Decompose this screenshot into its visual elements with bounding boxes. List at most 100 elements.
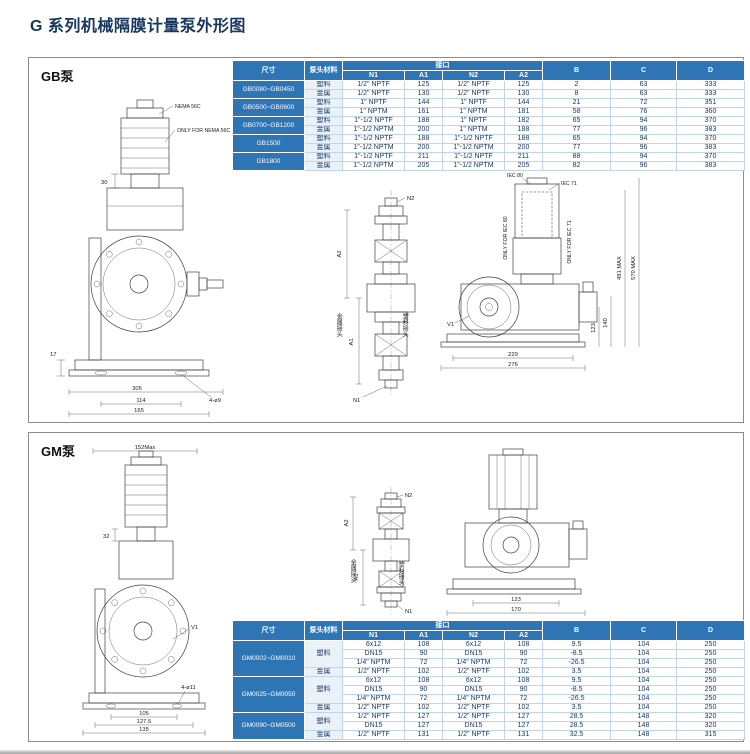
gm-table-header: 尺寸 泵头材料 接口 B C D N1 A1 N2 A2 bbox=[232, 620, 745, 641]
header-n2: N2 bbox=[442, 70, 505, 81]
value-cell: 108 bbox=[404, 676, 443, 686]
material-cell: 金属 bbox=[304, 107, 343, 117]
value-cell: 6x12 bbox=[442, 640, 505, 650]
value-cell: 333 bbox=[676, 80, 745, 90]
a2-label: A2 bbox=[337, 250, 343, 257]
dim-570-max: 570 MAX bbox=[631, 256, 637, 280]
value-cell: 182 bbox=[504, 116, 543, 126]
value-cell: 125 bbox=[404, 80, 443, 90]
value-cell: 130 bbox=[404, 89, 443, 99]
gb-valve-stack bbox=[366, 197, 416, 389]
value-cell: 28.5 bbox=[542, 712, 611, 722]
value-cell: 104 bbox=[610, 667, 677, 677]
gm-dimension-table: 尺寸 泵头材料 接口 B C D N1 A1 N2 A2 GM0002~GM00… bbox=[232, 620, 745, 740]
value-cell: 9.5 bbox=[542, 640, 611, 650]
gm-a2-label: A2 bbox=[344, 519, 350, 526]
value-cell: 1" NPTF bbox=[442, 116, 505, 126]
value-cell: 1/4" NPTM bbox=[442, 658, 505, 668]
value-cell: 1"-1/2 NPTM bbox=[342, 143, 405, 153]
gm-a1-label: A1 bbox=[354, 573, 360, 580]
v1-label: V1 bbox=[447, 322, 454, 328]
material-cell: 金属 bbox=[304, 667, 343, 677]
header-d: D bbox=[676, 620, 745, 641]
value-cell: 250 bbox=[676, 667, 745, 677]
value-cell: 104 bbox=[610, 694, 677, 704]
gm-panel-label: GM泵 bbox=[41, 444, 75, 459]
gb-panel-label: GB泵 bbox=[41, 69, 74, 84]
value-cell: 127 bbox=[404, 712, 443, 722]
material-cell: 塑料 bbox=[304, 116, 343, 126]
value-cell: 148 bbox=[610, 730, 677, 740]
value-cell: -26.5 bbox=[542, 658, 611, 668]
header-b: B bbox=[542, 620, 611, 641]
size-range-cell: GM0002~GM0010 bbox=[232, 640, 305, 677]
value-cell: 127 bbox=[504, 721, 543, 731]
dim-114: 114 bbox=[136, 398, 146, 404]
value-cell: 90 bbox=[404, 685, 443, 695]
value-cell: 94 bbox=[610, 134, 677, 144]
gb-side-view-drawing: NEMA 56C ONLY FOR NEMA 56C 30 bbox=[50, 99, 230, 417]
header-material: 泵头材料 bbox=[304, 620, 343, 641]
value-cell: 96 bbox=[610, 143, 677, 153]
header-size: 尺寸 bbox=[232, 620, 305, 641]
value-cell: 1"-1/2 NPTM bbox=[342, 125, 405, 135]
n2-label: N2 bbox=[407, 196, 414, 202]
value-cell: -8.5 bbox=[542, 649, 611, 659]
material-cell: 塑料 bbox=[304, 676, 343, 704]
gb-pump-head bbox=[90, 235, 188, 333]
value-cell: 102 bbox=[404, 703, 443, 713]
header-interface: 接口 bbox=[342, 60, 543, 71]
value-cell: 188 bbox=[404, 134, 443, 144]
page-title: G 系列机械隔膜计量泵外形图 bbox=[30, 18, 246, 35]
dim-305: 305 bbox=[132, 386, 142, 392]
value-cell: 1/2" NPTF bbox=[342, 730, 405, 740]
value-cell: 250 bbox=[676, 685, 745, 695]
value-cell: 370 bbox=[676, 116, 745, 126]
dim-123: 123 bbox=[591, 323, 597, 333]
value-cell: DN15 bbox=[442, 685, 505, 695]
value-cell: 1" NPTM bbox=[442, 125, 505, 135]
gb-plastic-fitting-label: 塑料接头 bbox=[401, 313, 408, 337]
value-cell: 72 bbox=[504, 658, 543, 668]
a1-label: A1 bbox=[349, 338, 355, 345]
value-cell: 6x12 bbox=[442, 676, 505, 686]
value-cell: 1" NPTM bbox=[442, 107, 505, 117]
value-cell: 370 bbox=[676, 152, 745, 162]
gb-adapter bbox=[130, 173, 160, 189]
value-cell: 3.5 bbox=[542, 667, 611, 677]
nema-label: NEMA 56C bbox=[175, 104, 201, 110]
gb-valve-drawing: N2 N1 A2 A1 bbox=[337, 190, 416, 404]
value-cell: 21 bbox=[542, 98, 611, 108]
value-cell: 77 bbox=[542, 143, 611, 153]
value-cell: 94 bbox=[610, 116, 677, 126]
gm-gearbox bbox=[118, 540, 174, 580]
value-cell: 144 bbox=[404, 98, 443, 108]
gm-pump-head bbox=[96, 584, 190, 678]
value-cell: 102 bbox=[404, 667, 443, 677]
value-cell: 131 bbox=[404, 730, 443, 740]
dim-17: 17 bbox=[50, 352, 56, 358]
value-cell: 108 bbox=[504, 640, 543, 650]
gm-pump-panel: GM泵 152Max 32 bbox=[28, 432, 745, 742]
value-cell: 131 bbox=[504, 730, 543, 740]
value-cell: 127 bbox=[404, 721, 443, 731]
gb-table-header: 尺寸 泵头材料 接口 B C D N1 A1 N2 A2 bbox=[232, 60, 745, 81]
value-cell: 1/4" NPTM bbox=[342, 658, 405, 668]
dim-135: 135 bbox=[139, 727, 149, 733]
dim-229: 229 bbox=[508, 352, 518, 358]
gm-dim-170: 170 bbox=[511, 607, 521, 613]
dim-140: 140 bbox=[603, 318, 609, 328]
value-cell: 2 bbox=[542, 80, 611, 90]
value-cell: 383 bbox=[676, 125, 745, 135]
header-interface: 接口 bbox=[342, 620, 543, 631]
gb-metal-fitting-label: 金属接头 bbox=[335, 313, 342, 337]
header-a1: A1 bbox=[404, 630, 443, 641]
gb-support bbox=[88, 237, 102, 361]
gm-front-view-drawing: 123 170 bbox=[446, 448, 588, 616]
